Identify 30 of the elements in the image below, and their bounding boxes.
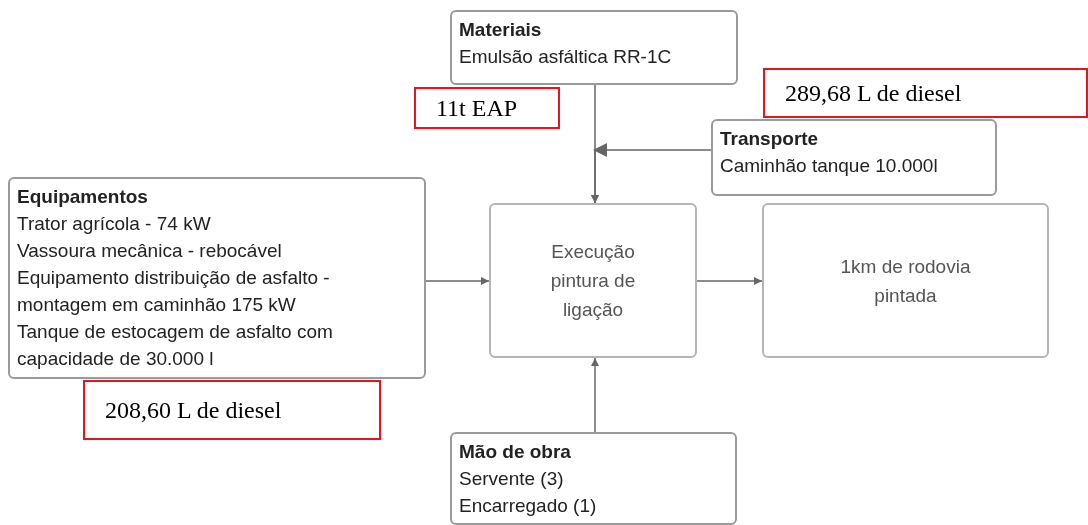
arrow bbox=[696, 277, 763, 285]
note-text: 208,60 L de diesel bbox=[105, 396, 282, 425]
note-text: 289,68 L de diesel bbox=[785, 79, 962, 108]
box-text: 1km de rodovia pintada bbox=[839, 254, 972, 308]
box-heading: Equipamentos bbox=[17, 185, 148, 209]
equipment-box bbox=[8, 177, 426, 379]
box-heading: Materiais bbox=[459, 18, 542, 42]
box-line: Tanque de estocagem de asfalto com capacidade de 30.000 l bbox=[17, 320, 334, 371]
output-box bbox=[762, 203, 1049, 358]
note-box bbox=[83, 380, 381, 440]
labor-box bbox=[450, 432, 737, 525]
box-heading: Mão de obra bbox=[459, 440, 571, 464]
box-line: Servente (3) bbox=[459, 467, 564, 491]
transport-box bbox=[711, 119, 997, 196]
process-box bbox=[489, 203, 697, 358]
arrow bbox=[425, 277, 490, 285]
box-heading: Transporte bbox=[720, 127, 819, 151]
box-text: Execução pintura de ligação bbox=[549, 240, 637, 322]
box-line: Encarregado (1) bbox=[459, 494, 597, 518]
materials-box bbox=[450, 10, 738, 85]
note-box bbox=[414, 87, 560, 129]
box-line: Emulsão asfáltica RR-1C bbox=[459, 45, 672, 69]
note-box bbox=[763, 68, 1088, 118]
note-text: 11t EAP bbox=[436, 94, 518, 123]
box-line: Trator agrícola - 74 kW bbox=[17, 212, 211, 236]
box-line: Caminhão tanque 10.000l bbox=[720, 154, 938, 178]
arrow bbox=[591, 357, 599, 433]
arrow bbox=[591, 143, 712, 204]
box-line: Equipamento distribuição de asfalto - montagem em caminhão 175 kW bbox=[17, 266, 331, 317]
box-line: Vassoura mecânica - rebocável bbox=[17, 239, 282, 263]
